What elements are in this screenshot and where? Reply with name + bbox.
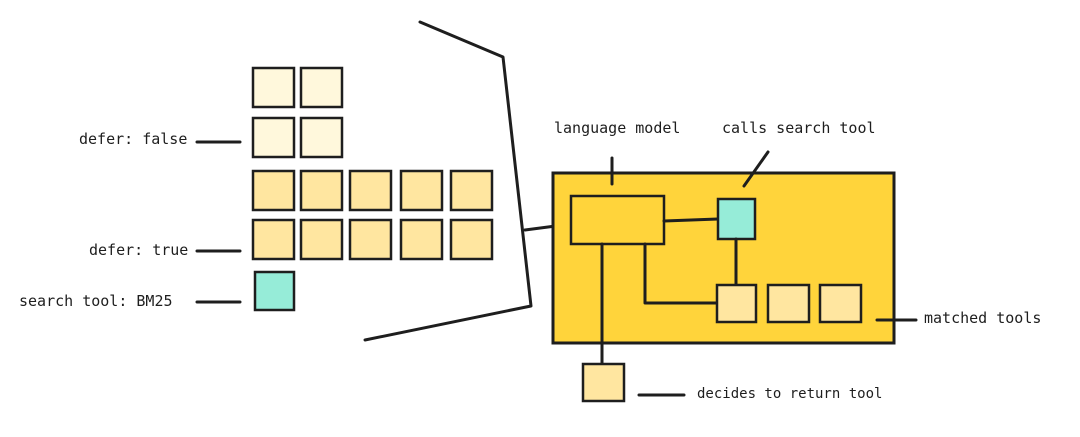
- tool-tile-defer-false: [251, 66, 296, 109]
- tool-tile-defer-false: [299, 116, 344, 159]
- language-model-box: [569, 194, 666, 246]
- label-defer-true: defer: true: [89, 241, 188, 259]
- matched-tool-tile: [766, 283, 811, 324]
- search-tool-tile: [253, 270, 296, 312]
- tool-tile-defer-true: [251, 218, 296, 261]
- connector-lm-to-search: [662, 217, 720, 223]
- label-defer-false: defer: false: [79, 130, 187, 148]
- tool-tile-defer-true: [399, 169, 444, 212]
- label-search-tool: search tool: BM25: [19, 292, 173, 310]
- label-language-model: language model: [554, 119, 680, 137]
- connector-lm-to-matches: [643, 242, 719, 305]
- tool-tile-defer-true: [348, 218, 393, 261]
- tool-tile-defer-true: [449, 218, 494, 261]
- tool-tile-defer-true: [299, 169, 344, 212]
- tool-tile-defer-false: [299, 66, 344, 109]
- matched-tool-tile: [715, 283, 758, 324]
- returned-tool-tile: [581, 362, 626, 403]
- matched-tool-tile: [818, 283, 863, 324]
- tool-tile-defer-true: [449, 169, 494, 212]
- tool-tile-defer-true: [348, 169, 393, 212]
- search-call-tile: [716, 197, 757, 241]
- tool-tile-defer-false: [251, 116, 296, 159]
- tool-tile-defer-true: [299, 218, 344, 261]
- tool-tile-defer-true: [399, 218, 444, 261]
- tool-tile-defer-true: [251, 169, 296, 212]
- pointer-calls-search-tool: [742, 150, 770, 188]
- tool-grid: [251, 66, 494, 312]
- label-calls-search-tool: calls search tool: [722, 119, 876, 137]
- label-decides-to-return: decides to return tool: [697, 386, 882, 402]
- label-matched-tools: matched tools: [924, 309, 1041, 327]
- zoom-callout-outline: [363, 20, 533, 342]
